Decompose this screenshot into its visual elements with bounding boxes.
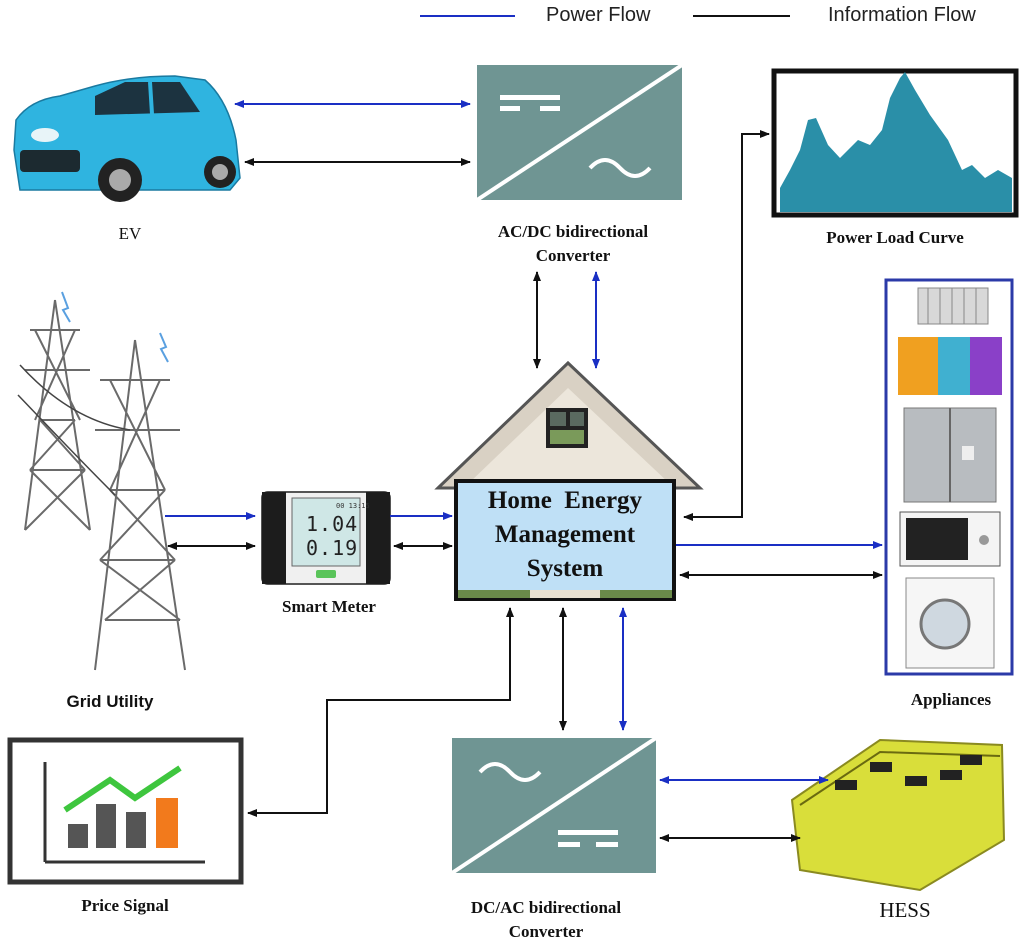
label-dcac-line2: Converter: [508, 922, 584, 941]
smart-meter-icon: [261, 491, 391, 585]
label-smart-meter: Smart Meter: [282, 597, 376, 616]
flow-arrows: [165, 100, 883, 842]
hems-title-line2: Management: [494, 521, 636, 548]
acdc-converter-icon: [475, 63, 684, 202]
grid-utility-towers-icon: [17, 291, 186, 671]
label-acdc-line2: Converter: [535, 246, 611, 265]
label-grid-utility: Grid Utility: [66, 692, 154, 711]
hems-title: Home Energy Management System: [458, 484, 672, 586]
ev-car-icon: [13, 75, 241, 202]
label-price-signal: Price Signal: [81, 896, 169, 915]
hess-battery-icon: [790, 738, 1006, 892]
label-ev: EV: [118, 224, 142, 243]
hems-title-line3: System: [526, 555, 604, 582]
hems-title-line1: Home Energy: [487, 487, 643, 514]
microwave-icon: [899, 511, 1001, 567]
label-hess: HESS: [879, 898, 931, 922]
radiator-icon: [917, 287, 989, 325]
legend-information-flow: Information Flow: [828, 4, 976, 26]
meter-top-readout: 00 13:15: [336, 502, 370, 510]
refrigerator-icon: [903, 407, 997, 503]
label-power-load-curve: Power Load Curve: [826, 228, 964, 247]
tv-icon: [898, 337, 1002, 395]
price-signal-chart-icon: [7, 737, 244, 885]
label-dcac-line1: DC/AC bidirectional: [470, 898, 622, 917]
hems-price-info-arrow: [247, 607, 514, 817]
legend-power-flow: Power Flow: [546, 4, 651, 26]
power-load-curve-chart: [771, 68, 1019, 218]
label-acdc-line1: AC/DC bidirectional: [497, 222, 649, 241]
meter-reading-1: 1.04: [306, 512, 359, 536]
dcac-converter-icon: [450, 736, 658, 875]
hems-house-icon: [434, 360, 704, 601]
hems-loadcurve-info-arrow: [683, 130, 770, 521]
appliances-panel: [884, 278, 1014, 676]
washing-machine-icon: [905, 577, 995, 669]
meter-reading-2: 0.19: [306, 536, 359, 560]
label-appliances: Appliances: [910, 690, 992, 709]
